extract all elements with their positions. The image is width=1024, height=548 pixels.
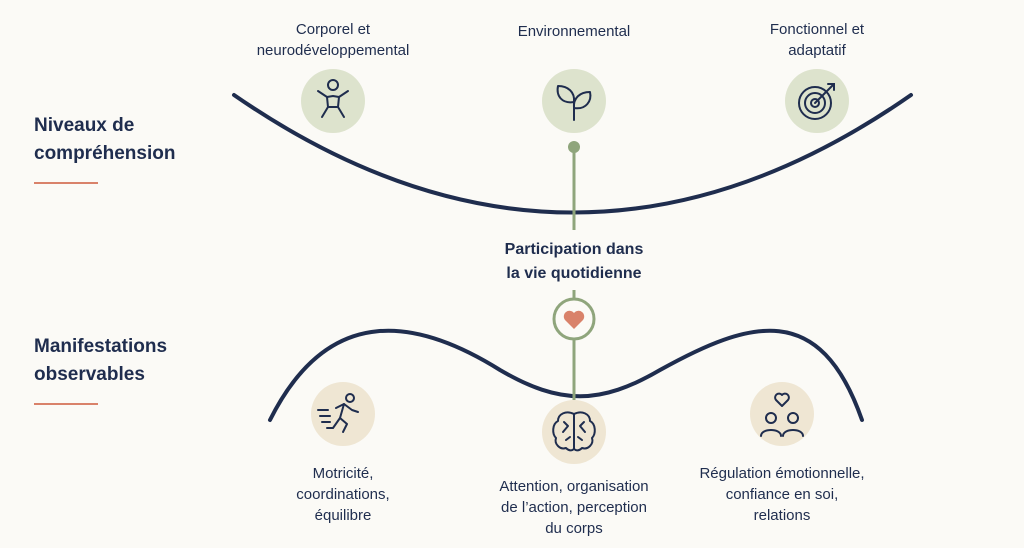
level-label-environnemental: Environnemental: [474, 21, 674, 42]
heart-icon: [563, 310, 585, 329]
lower-wave-curve: [268, 328, 864, 422]
level-label-corporel: Corporel et neurodéveloppemental: [233, 19, 433, 61]
manifestation-label-regulation-line3: relations: [753, 507, 811, 524]
manifestation-label-motricite-line2: coordinations,: [296, 486, 390, 503]
people-heart-icon: [750, 382, 814, 446]
participation-label: Participation dans la vie quotidienne: [474, 238, 674, 286]
manifestations-divider: [34, 403, 98, 405]
level-label-fonctionnel: Fonctionnel et adaptatif: [719, 19, 915, 61]
brain-icon: [542, 400, 606, 464]
levels-title-line1: Niveaux de: [34, 115, 135, 136]
manifestation-label-regulation-line1: Régulation émotionnelle,: [699, 465, 865, 482]
manifestation-label-regulation-line2: confiance en soi,: [725, 486, 839, 503]
manifestation-label-attention-line3: du corps: [545, 520, 603, 537]
manifestation-label-attention-line2: de l’action, perception: [501, 499, 647, 516]
level-label-environnemental-line1: Environnemental: [517, 23, 631, 40]
heart-node: [552, 297, 596, 341]
participation-label-line2: la vie quotidienne: [506, 265, 642, 282]
levels-divider: [34, 182, 98, 184]
person-icon: [301, 69, 365, 133]
level-label-corporel-line1: Corporel et: [295, 21, 371, 38]
leaf-icon: [542, 69, 606, 133]
manifestation-label-regulation: Régulation émotionnelle, confiance en so…: [677, 463, 887, 526]
manifestations-title: Manifestations observables: [34, 333, 167, 389]
manifestation-label-motricite: Motricité, coordinations, équilibre: [243, 463, 443, 526]
running-person-icon: [311, 382, 375, 446]
participation-label-line1: Participation dans: [504, 241, 644, 258]
levels-title-line2: compréhension: [34, 143, 176, 164]
level-label-corporel-line2: neurodéveloppemental: [256, 42, 410, 59]
levels-title: Niveaux de compréhension: [34, 112, 175, 168]
manifestation-label-motricite-line3: équilibre: [314, 507, 372, 524]
level-label-fonctionnel-line2: adaptatif: [788, 42, 846, 59]
connector-dot: [568, 141, 580, 153]
level-label-fonctionnel-line1: Fonctionnel et: [769, 21, 865, 38]
manifestation-label-motricite-line1: Motricité,: [312, 465, 374, 482]
manifestations-title-line2: observables: [34, 364, 145, 385]
target-icon: [785, 69, 849, 133]
manifestation-label-attention: Attention, organisation de l’action, per…: [464, 476, 684, 539]
manifestations-title-line1: Manifestations: [34, 336, 168, 357]
manifestation-label-attention-line1: Attention, organisation: [499, 478, 649, 495]
